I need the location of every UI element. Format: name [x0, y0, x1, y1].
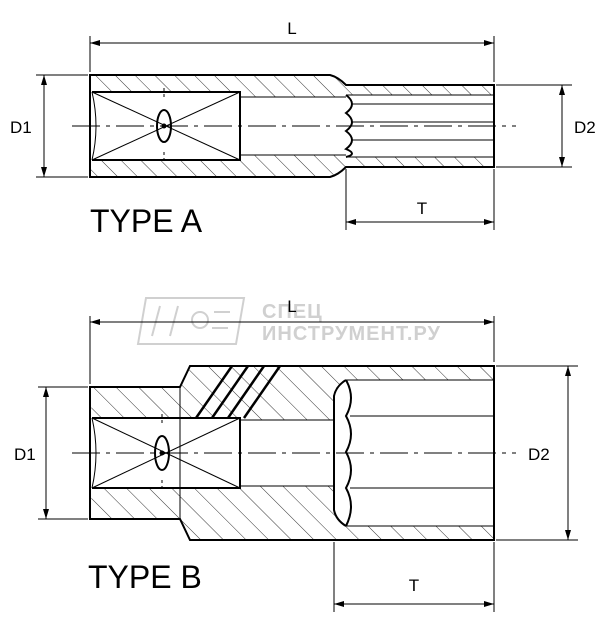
watermark-logo-icon: [136, 297, 246, 345]
watermark-line1: СПЕЦ: [262, 301, 323, 323]
type-a-outline: [89, 74, 495, 178]
type-a-d2-label: D2: [574, 118, 596, 137]
type-b-d1-label: D1: [14, 445, 36, 464]
type-b-depth-label: T: [409, 576, 419, 595]
watermark: СПЕЦ ИНСТРУМЕНТ.РУ: [136, 297, 441, 345]
watermark-line2: ИНСТРУМЕНТ.РУ: [262, 323, 441, 345]
type-b-drawing: L D1 D2 T TYPE B: [14, 297, 578, 612]
type-b-length-label: L: [287, 297, 296, 316]
type-a-title: TYPE A: [90, 203, 203, 239]
type-a-length-label: L: [287, 19, 296, 38]
type-b-outline: [89, 365, 495, 541]
type-a-d1-label: D1: [10, 118, 32, 137]
type-b-d2-label: D2: [528, 445, 550, 464]
type-b-title: TYPE B: [88, 559, 202, 595]
type-a-depth-label: T: [417, 199, 427, 218]
type-a-drawing: L D1 D2 T TYPE A: [10, 19, 596, 239]
